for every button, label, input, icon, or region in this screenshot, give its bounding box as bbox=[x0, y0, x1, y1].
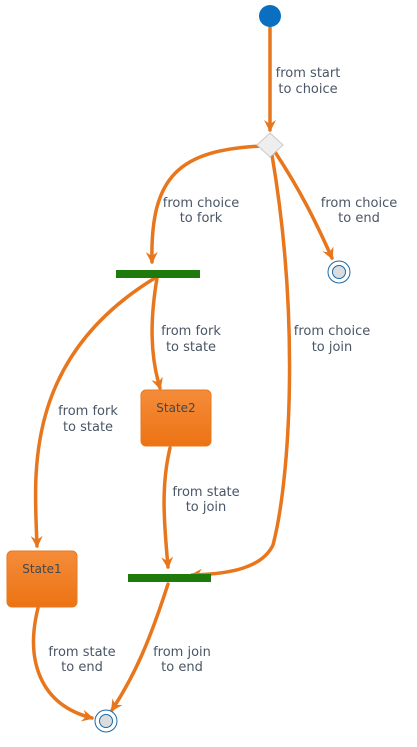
final-node-bottom-core bbox=[99, 714, 113, 728]
label-choice-fork-1: from choice bbox=[163, 196, 239, 211]
edge-state2-join bbox=[161, 446, 174, 569]
final-node-right bbox=[327, 260, 351, 284]
label-fork-state2-2: to state bbox=[166, 340, 216, 355]
edge-choice-join bbox=[190, 153, 292, 581]
initial-node bbox=[259, 5, 281, 27]
edge-choice-end bbox=[273, 150, 334, 260]
edge-join-end bbox=[110, 582, 170, 712]
edge-labels: from start to choice from choice to fork… bbox=[48, 66, 397, 675]
label-choice-join-2: to join bbox=[312, 340, 353, 355]
join-bar bbox=[128, 574, 211, 582]
label-start-choice-1: from start bbox=[276, 66, 341, 81]
label-start-choice-2: to choice bbox=[278, 82, 337, 97]
label-fork-state1-1: from fork bbox=[58, 404, 118, 419]
final-node-bottom bbox=[94, 709, 118, 733]
label-choice-join-1: from choice bbox=[294, 324, 370, 339]
final-node-right-core bbox=[332, 265, 346, 279]
choice-node bbox=[256, 132, 284, 158]
state-box-state2[interactable]: State2 bbox=[140, 389, 212, 447]
label-state1-end-1: from state bbox=[48, 645, 115, 660]
label-state1-end-2: to end bbox=[61, 660, 103, 675]
edges bbox=[30, 26, 334, 722]
label-choice-end-1: from choice bbox=[321, 196, 397, 211]
state-label-state2: State2 bbox=[156, 401, 195, 415]
fork-bar bbox=[116, 270, 200, 278]
edge-state1-end bbox=[31, 606, 94, 722]
state-box-state1[interactable]: State1 bbox=[6, 550, 78, 608]
edge-fork-state2 bbox=[150, 276, 163, 390]
label-state2-join-2: to join bbox=[186, 500, 227, 515]
edge-choice-fork bbox=[145, 144, 264, 264]
state-box-state2-rect bbox=[140, 389, 212, 447]
state-label-state1: State1 bbox=[22, 562, 61, 576]
label-state2-join-1: from state bbox=[172, 485, 239, 500]
label-choice-fork-2: to fork bbox=[180, 211, 223, 226]
label-join-end-1: from join bbox=[153, 645, 211, 660]
label-fork-state2-1: from fork bbox=[161, 324, 221, 339]
label-join-end-2: to end bbox=[161, 660, 203, 675]
state-box-state1-rect bbox=[6, 550, 78, 608]
edge-fork-state1 bbox=[30, 276, 157, 548]
label-choice-end-2: to end bbox=[338, 211, 380, 226]
label-fork-state1-2: to state bbox=[63, 420, 113, 435]
